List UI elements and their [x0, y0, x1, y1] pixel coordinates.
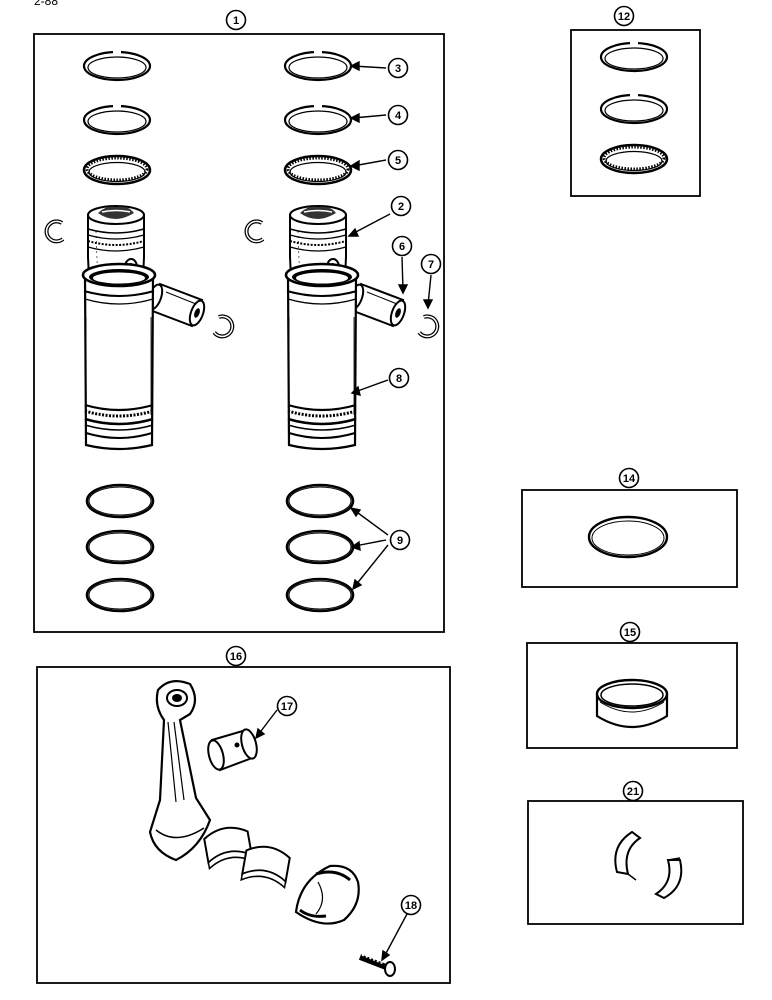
callout-21: 21	[622, 780, 644, 802]
svg-text:12: 12	[618, 11, 630, 23]
rod-bushing-17	[207, 728, 258, 772]
kit-14-frame	[521, 489, 738, 588]
oring-left-3	[85, 577, 155, 613]
callout-8: 8	[388, 367, 410, 389]
svg-text:6: 6	[399, 241, 405, 253]
svg-text:5: 5	[395, 155, 401, 167]
rod-bearing-half-b	[240, 842, 292, 889]
oring-left-2	[85, 529, 155, 565]
sleeve-15	[595, 678, 669, 728]
kit-15-frame	[526, 642, 738, 749]
callout-3: 3	[387, 57, 409, 79]
oring-right-3	[285, 577, 355, 613]
svg-text:18: 18	[405, 900, 417, 912]
oil-ring-right	[283, 154, 353, 186]
snap-ring-right-a	[244, 219, 265, 244]
callout-7: 7	[420, 253, 442, 275]
leader-lines-kit-1	[347, 60, 434, 591]
page-number-mark: 2-88	[34, 0, 59, 8]
ring-set-12-top	[599, 39, 669, 73]
ring-set-12-oil	[599, 143, 669, 175]
rod-cap	[294, 864, 360, 925]
leader-lines-kit-16	[254, 709, 408, 962]
svg-text:14: 14	[623, 473, 636, 485]
svg-text:21: 21	[627, 786, 639, 798]
callout-6: 6	[391, 235, 413, 257]
connecting-rod	[148, 679, 212, 862]
cylinder-liner-right	[284, 262, 360, 451]
cylinder-liner-left	[81, 262, 157, 451]
kit-12-frame	[570, 29, 701, 197]
svg-text:7: 7	[428, 259, 434, 271]
oring-right-2	[285, 529, 355, 565]
callout-17: 17	[276, 695, 298, 717]
callout-12: 12	[613, 5, 635, 27]
callout-16: 16	[225, 645, 247, 667]
piston-pin-left	[143, 281, 209, 329]
oring-left-1	[85, 483, 155, 519]
svg-text:3: 3	[395, 63, 401, 75]
snap-ring-left-b	[210, 312, 238, 342]
callout-18: 18	[400, 894, 422, 916]
svg-text:1: 1	[233, 15, 239, 27]
callout-2: 2	[390, 195, 412, 217]
oil-ring-left	[82, 154, 152, 186]
kit-1-frame	[33, 33, 445, 633]
callout-4: 4	[387, 104, 409, 126]
kit-16-frame	[36, 666, 451, 984]
oring-right-1	[285, 483, 355, 519]
rod-bolt-18	[358, 954, 396, 977]
callout-9: 9	[389, 529, 411, 551]
snap-ring-right-b	[415, 312, 443, 342]
compression-ring-right-1	[283, 48, 353, 82]
svg-text:17: 17	[281, 701, 293, 713]
callout-1: 1	[225, 9, 247, 31]
compression-ring-right-2	[283, 102, 353, 136]
snap-ring-left-a	[44, 219, 66, 244]
bearing-halves-21	[614, 830, 683, 900]
svg-text:2: 2	[398, 201, 404, 213]
callout-15: 15	[619, 621, 641, 643]
svg-text:15: 15	[624, 627, 636, 639]
compression-ring-left-1	[82, 48, 152, 82]
svg-text:9: 9	[397, 535, 403, 547]
svg-text:16: 16	[230, 651, 242, 663]
ring-set-12-middle	[599, 91, 669, 125]
seal-ring-14	[587, 515, 669, 559]
compression-ring-left-2	[82, 102, 152, 136]
kit-21-frame	[527, 800, 744, 925]
svg-text:8: 8	[396, 373, 402, 385]
svg-text:4: 4	[395, 110, 402, 122]
callout-14: 14	[618, 467, 640, 489]
callout-5: 5	[387, 149, 409, 171]
